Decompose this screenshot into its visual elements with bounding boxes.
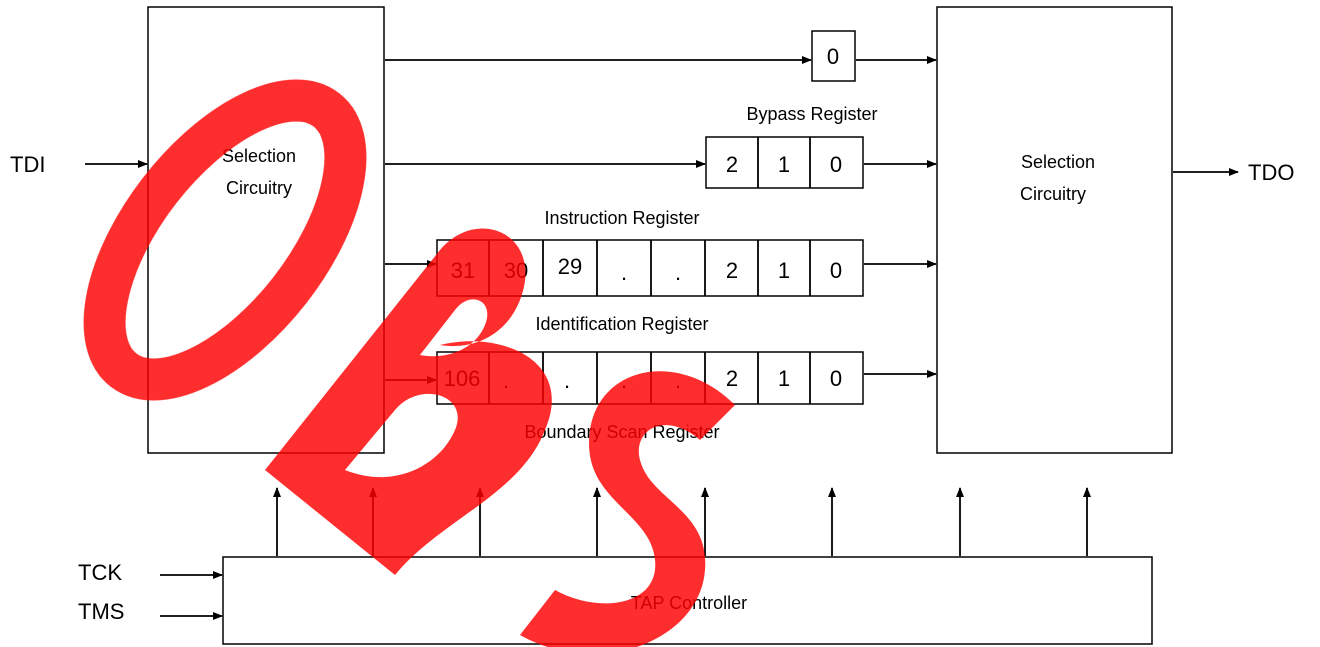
watermark-letter-s (520, 371, 735, 647)
instruction-cell: 0 (830, 258, 842, 283)
bypass-cell: 1 (778, 152, 790, 177)
identification-cell: 0 (830, 366, 842, 391)
identification-cell: . (564, 368, 570, 393)
tms-label: TMS (78, 599, 124, 624)
obs-watermark (83, 79, 735, 647)
instruction-register-label: Instruction Register (544, 208, 699, 228)
left-selection-label-2: Circuitry (226, 178, 292, 198)
instruction-cell: . (621, 260, 627, 285)
tck-label: TCK (78, 560, 122, 585)
identification-cell: 1 (778, 366, 790, 391)
identification-register-label: Identification Register (535, 314, 708, 334)
watermark-letter-o (83, 79, 367, 401)
instruction-cell: 1 (778, 258, 790, 283)
left-selection-label-1: Selection (222, 146, 296, 166)
right-selection-circuitry-box (936, 6, 1173, 454)
right-selection-label-1: Selection (1021, 152, 1095, 172)
bypass-register: 2 1 0 (705, 136, 864, 189)
bypass-register-label: Bypass Register (746, 104, 877, 124)
right-selection-label-2: Circuitry (1020, 184, 1086, 204)
instruction-cell: 29 (558, 254, 582, 279)
top-cell-value: 0 (827, 44, 839, 69)
tdi-label: TDI (10, 152, 45, 177)
instruction-cell: . (675, 260, 681, 285)
watermark-letter-b (265, 228, 552, 575)
tdo-label: TDO (1248, 160, 1294, 185)
identification-cell: 2 (726, 366, 738, 391)
bypass-cell: 2 (726, 152, 738, 177)
instruction-cell: 2 (726, 258, 738, 283)
top-register-cell (811, 30, 856, 82)
bypass-cell: 0 (830, 152, 842, 177)
